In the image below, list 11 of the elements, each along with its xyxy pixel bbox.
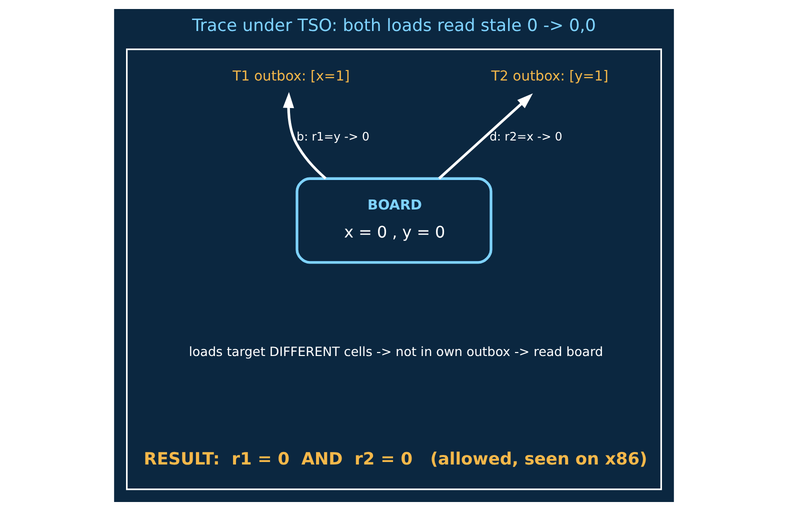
edge-label: b: r1=y -> 0	[296, 128, 369, 143]
node-text: T2 outbox: [y=1]	[490, 68, 608, 84]
diagram-title: Trace under TSO: both loads read stale 0 -> 0,0	[192, 14, 596, 35]
arrow	[282, 92, 326, 179]
label: loads target DIFFERENT cells -> not in own outbox -> read board	[188, 343, 603, 358]
node-box: BOARD x = 0 , y = 0	[295, 176, 492, 264]
label: RESULT: r1 = 0 AND r2 = 0 (allowed, seen on x86)	[143, 448, 647, 468]
node-text: T1 outbox: [x=1]	[232, 68, 350, 84]
edge-label: d: r2=x -> 0	[489, 128, 562, 143]
arrow	[438, 92, 532, 179]
cluster	[126, 48, 662, 490]
